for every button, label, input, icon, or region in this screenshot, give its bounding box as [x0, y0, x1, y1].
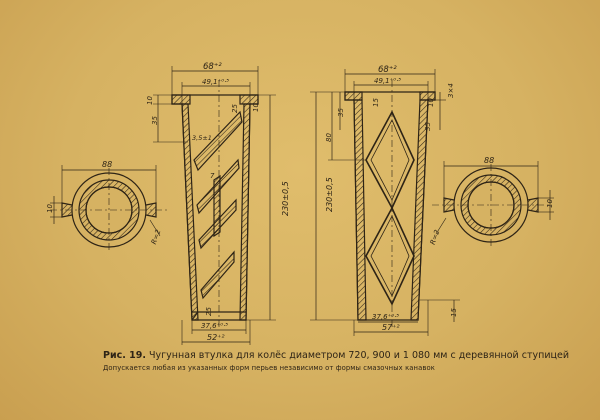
right-dim-15-bottom: 15 — [450, 308, 458, 317]
right-bushing-view — [310, 69, 460, 336]
right-dim-35: 35 — [337, 108, 345, 117]
right-inner-width: 49,1⁺⁰·⁵ — [374, 77, 401, 85]
right-dim-15: 15 — [372, 98, 380, 107]
caption-title-line: Рис. 19. Чугунная втулка для колёс диаме… — [103, 350, 583, 361]
right-dim-10: 10 — [427, 98, 435, 107]
right-dim-35-right: 35 — [424, 122, 432, 131]
left-bottom-inner: 37,6⁺⁰·⁵ — [201, 322, 228, 330]
right-height: 230±0,5 — [325, 177, 334, 212]
left-dim-7: 7 — [210, 172, 215, 180]
left-section-width: 88 — [102, 160, 112, 169]
right-section-width: 88 — [484, 156, 494, 165]
figure-title: Чугунная втулка для колёс диаметром 720,… — [149, 350, 569, 361]
right-section-side: 10 — [546, 199, 554, 208]
left-section-side: 10 — [46, 204, 54, 213]
right-section-view — [432, 161, 554, 248]
technical-drawing: 68⁺² 49,1⁺⁰·⁵ 10 35 25 10 3,5±1 7 230±0,… — [46, 62, 554, 345]
left-dim-35: 35 — [151, 116, 159, 125]
left-height: 230±0,5 — [281, 181, 290, 216]
right-dim-80: 80 — [325, 133, 333, 142]
figure-caption: Рис. 19. Чугунная втулка для колёс диаме… — [103, 350, 583, 372]
left-bottom-outer: 52⁺² — [207, 333, 225, 342]
left-section-view — [50, 165, 170, 252]
left-top-width: 68⁺² — [203, 62, 222, 72]
right-bottom-inner: 37,6⁺⁰·⁵ — [372, 313, 399, 321]
right-top-width: 68⁺² — [378, 65, 397, 75]
left-dim-25-bottom: 25 — [205, 307, 213, 316]
left-inner-width: 49,1⁺⁰·⁵ — [202, 78, 229, 86]
left-bushing-view — [153, 66, 276, 345]
left-dim-10-right: 10 — [252, 103, 260, 112]
figure-label: Рис. 19. — [103, 350, 146, 361]
left-dim-35-deg: 3,5±1 — [192, 134, 212, 142]
left-dim-10: 10 — [146, 96, 154, 105]
right-bottom-outer: 57⁺² — [382, 323, 400, 332]
left-dim-25-top: 25 — [231, 104, 239, 113]
right-dim-3x4: 3×4 — [447, 83, 455, 98]
figure-note: Допускается любая из указанных форм перь… — [103, 364, 435, 372]
right-section-radius: R=2 — [429, 228, 442, 246]
left-section-radius: R=2 — [150, 228, 163, 246]
